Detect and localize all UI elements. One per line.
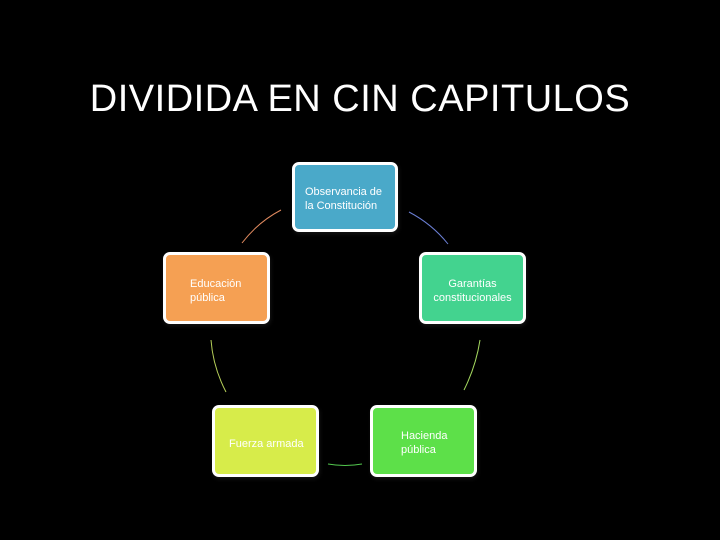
node-label: Hacienda pública (401, 430, 448, 456)
slide-title: DIVIDIDA EN CIN CAPITULOS (89, 78, 631, 120)
connector-garantias-hacienda (463, 339, 481, 391)
node-label: Educación pública (190, 278, 242, 304)
node-garantias-constitucionales: Garantías constitucionales (419, 252, 526, 324)
connector-fuerza-educacion (210, 339, 227, 393)
node-label: Fuerza armada (229, 438, 304, 450)
connector-educacion-observancia (241, 209, 282, 244)
node-hacienda-publica: Hacienda pública (370, 405, 477, 477)
node-fuerza-armada: Fuerza armada (212, 405, 319, 477)
connector-observancia-garantias (408, 211, 449, 245)
node-label: Observancia de la Constitución (305, 186, 383, 212)
connector-hacienda-fuerza (327, 463, 363, 466)
node-label: Garantías constitucionales (433, 278, 512, 304)
node-educacion-publica: Educación pública (163, 252, 270, 324)
node-observancia-constitucion: Observancia de la Constitución (292, 162, 398, 232)
